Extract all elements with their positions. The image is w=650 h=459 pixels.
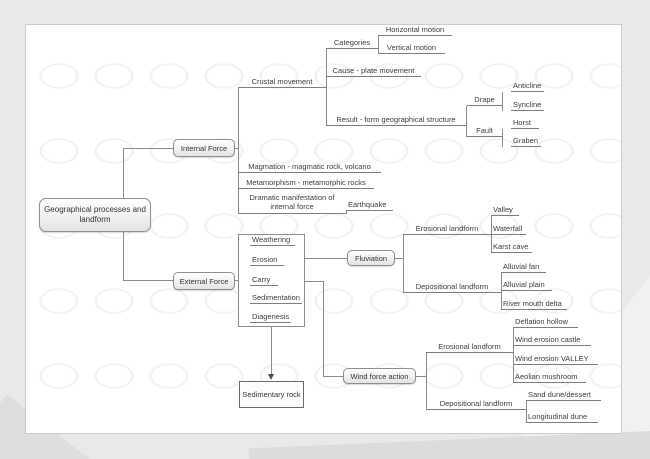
- connector-internal-stub: [232, 148, 238, 149]
- topic-erosion[interactable]: Erosion: [250, 255, 284, 266]
- bracket-crustal-children: [326, 49, 327, 126]
- topic-magmation[interactable]: Magmation - magmatic rock, volcano: [238, 162, 381, 173]
- bracket-result-children: [466, 106, 467, 137]
- external-force-node[interactable]: External Force: [173, 272, 235, 290]
- root-node[interactable]: Geographical processes and landform: [39, 198, 151, 232]
- diagram-canvas[interactable]: Geographical processes and landform Inte…: [25, 24, 622, 434]
- connector-root-external: [123, 280, 173, 281]
- topic-anticline[interactable]: Anticline: [511, 81, 544, 92]
- sedimentary-rock-node[interactable]: Sedimentary rock: [239, 381, 304, 408]
- connector-to-sedimentary: [271, 327, 272, 375]
- arrowhead-sedimentary: [268, 374, 274, 380]
- topic-sedimentation[interactable]: Sedimentation: [250, 293, 302, 304]
- fluviation-node[interactable]: Fluviation: [347, 250, 395, 266]
- bracket-drape-children: [502, 92, 503, 111]
- connector-earthquake-step: [346, 211, 347, 214]
- topic-deflation-hollow[interactable]: Deflation hollow: [513, 317, 578, 328]
- bracket-fluvial-depositional-children: [501, 273, 502, 310]
- topic-categories[interactable]: Categories: [326, 38, 378, 49]
- connector-to-wind-v: [323, 281, 324, 376]
- topic-metamorphism[interactable]: Metamorphism - metamorphic rocks: [238, 178, 374, 189]
- topic-diagenesis[interactable]: Diagenesis: [250, 312, 291, 323]
- topic-karst-cave[interactable]: Karst cave: [491, 242, 532, 253]
- bracket-wind-children: [426, 353, 427, 410]
- topic-vertical-motion[interactable]: Vertical motion: [378, 43, 445, 54]
- topic-alluvial-fan[interactable]: Alluvial fan: [501, 262, 546, 273]
- connector-to-wind-h1: [305, 281, 323, 282]
- topic-dramatic-manifestation[interactable]: Dramatic manifestation of internal force: [238, 193, 346, 214]
- topic-aeolian-mushroom[interactable]: Aeolian mushroom: [513, 372, 586, 383]
- connector-root-up: [123, 148, 124, 198]
- topic-earthquake[interactable]: Earthquake: [346, 200, 393, 211]
- topic-weathering[interactable]: Weathering: [250, 235, 295, 246]
- connector-fluviation-stub: [395, 258, 403, 259]
- topic-horizontal-motion[interactable]: Horizontal motion: [378, 25, 452, 36]
- bracket-internal-children: [238, 88, 239, 214]
- topic-fluvial-erosional-landform[interactable]: Erosional landform: [403, 224, 491, 235]
- topic-horst[interactable]: Horst: [511, 118, 539, 129]
- bracket-wind-erosional-children: [513, 328, 514, 383]
- bracket-wind-depositional-children: [526, 401, 527, 423]
- connector-root-internal: [123, 148, 173, 149]
- topic-waterfall[interactable]: Waterfall: [491, 224, 526, 235]
- topic-carry[interactable]: Carry: [250, 275, 278, 286]
- topic-sand-dune[interactable]: Sand dune/dessert: [526, 390, 601, 401]
- topic-wind-erosion-castle[interactable]: Wind erosion castle: [513, 335, 591, 346]
- internal-force-node[interactable]: Internal Force: [173, 139, 235, 157]
- topic-alluvial-plain[interactable]: Alluvial plain: [501, 280, 552, 291]
- topic-wind-erosion-valley[interactable]: Wind erosion VALLEY: [513, 354, 598, 365]
- topic-wind-depositional-landform[interactable]: Depositional landform: [426, 399, 526, 410]
- connector-root-down: [123, 232, 124, 280]
- topic-drape[interactable]: Drape: [467, 95, 502, 106]
- connector-to-fluviation: [305, 258, 347, 259]
- topic-result-geographical-structure[interactable]: Result - form geographical structure: [326, 115, 466, 126]
- topic-crustal-movement[interactable]: Crustal movement: [238, 77, 326, 88]
- topic-graben[interactable]: Graben: [511, 136, 541, 147]
- topic-wind-erosional-landform[interactable]: Erosional landform: [426, 342, 513, 353]
- topic-cause-plate-movement[interactable]: Cause - plate movement: [326, 66, 421, 77]
- connector-external-stub: [232, 280, 238, 281]
- connector-to-wind-h2: [323, 376, 343, 377]
- topic-fluvial-depositional-landform[interactable]: Depositional landform: [403, 282, 501, 293]
- bracket-fluviation-children: [403, 235, 404, 293]
- wind-force-action-node[interactable]: Wind force action: [343, 368, 416, 384]
- topic-river-mouth-delta[interactable]: River mouth delta: [501, 299, 567, 310]
- bracket-fault-children: [502, 129, 503, 147]
- bracket-categories-children: [378, 36, 379, 54]
- topic-longitudinal-dune[interactable]: Longitudinal dune: [526, 412, 598, 423]
- topic-syncline[interactable]: Syncline: [511, 100, 544, 111]
- topic-fault[interactable]: Fault: [467, 126, 502, 137]
- topic-valley[interactable]: Valley: [491, 205, 519, 216]
- process-box[interactable]: [238, 234, 305, 327]
- connector-wind-stub: [416, 376, 426, 377]
